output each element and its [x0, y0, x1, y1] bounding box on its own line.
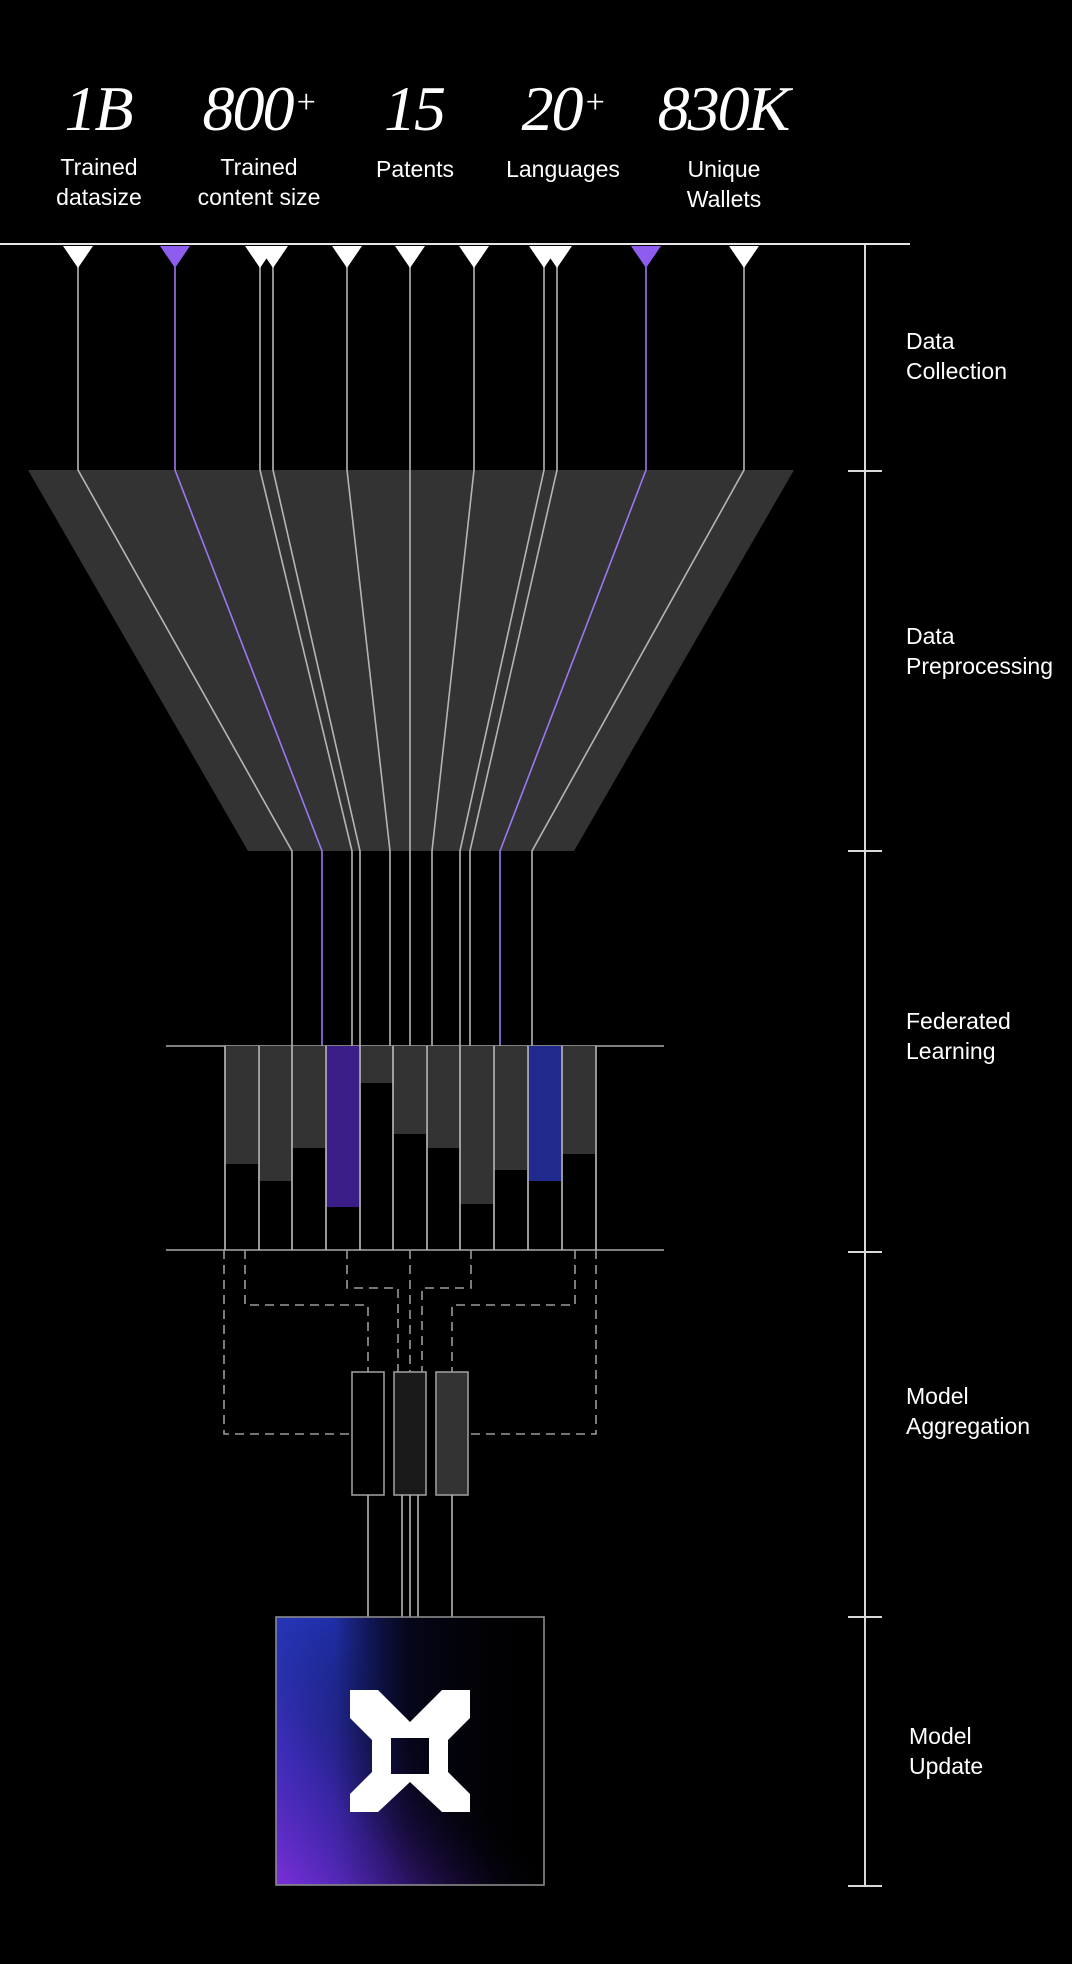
- stage-axis: [848, 244, 882, 1887]
- aggregator-box: [435, 1371, 469, 1496]
- aggregation-connectors: [223, 1250, 597, 1435]
- client-bar: [360, 1046, 393, 1083]
- stats-header: 1B Trained datasize 800+ Trained content…: [0, 0, 1072, 240]
- stage-label-data-preprocessing: Data Preprocessing: [906, 623, 1054, 679]
- client-bar: [259, 1046, 292, 1181]
- input-markers: [63, 246, 759, 268]
- stage-label-model-aggregation: Model Aggregation: [906, 1383, 1031, 1439]
- input-marker: [459, 246, 489, 268]
- client-bar: [292, 1046, 325, 1148]
- stat-label: Trained content size: [197, 154, 321, 210]
- aggregator-box: [351, 1371, 385, 1496]
- input-marker: [542, 246, 572, 268]
- stage-label-model-update: Model Update: [909, 1723, 984, 1779]
- preprocessing-funnel: [28, 470, 794, 851]
- data-streams: [77, 262, 745, 1046]
- aggregator-box: [393, 1371, 427, 1496]
- client-bar-accent-blue: [528, 1046, 561, 1181]
- input-marker: [395, 246, 425, 268]
- input-marker-accent: [160, 246, 190, 268]
- stat-value: 15: [384, 73, 446, 144]
- client-bar: [460, 1046, 493, 1204]
- model-update-box: [275, 1616, 545, 1886]
- stage-label-data-collection: Data Collection: [906, 328, 1007, 384]
- stat-value: 1B: [64, 73, 133, 144]
- stat-value: 830K: [657, 73, 791, 144]
- stat-label: Trained datasize: [56, 154, 142, 210]
- input-marker-accent: [631, 246, 661, 268]
- input-marker: [729, 246, 759, 268]
- stat-label: Unique Wallets: [686, 156, 762, 212]
- input-marker: [332, 246, 362, 268]
- aggregator-nodes: [351, 1371, 469, 1496]
- federated-learning-bars: [166, 1045, 664, 1251]
- input-marker: [63, 246, 93, 268]
- stat-label: Languages: [506, 156, 620, 182]
- update-connectors: [367, 1495, 453, 1617]
- client-bar: [225, 1046, 258, 1164]
- stat-trained-content-size: 800+ Trained content size: [169, 70, 349, 212]
- stat-languages: 20+ Languages: [473, 70, 653, 184]
- client-bar: [393, 1046, 426, 1134]
- client-bar-accent-purple: [326, 1046, 359, 1207]
- client-bar: [427, 1046, 460, 1148]
- input-marker: [258, 246, 288, 268]
- stat-unique-wallets: 830K Unique Wallets: [634, 70, 814, 214]
- client-bar: [562, 1046, 595, 1154]
- x-mark-logo-icon: [350, 1690, 470, 1812]
- stat-value: 20+: [521, 73, 607, 144]
- stat-trained-datasize: 1B Trained datasize: [9, 70, 189, 212]
- stat-label: Patents: [376, 156, 454, 182]
- stat-value: 800+: [202, 73, 318, 144]
- stat-patents: 15 Patents: [325, 70, 505, 184]
- client-bar: [494, 1046, 527, 1170]
- stage-label-federated-learning: Federated Learning: [906, 1008, 1011, 1064]
